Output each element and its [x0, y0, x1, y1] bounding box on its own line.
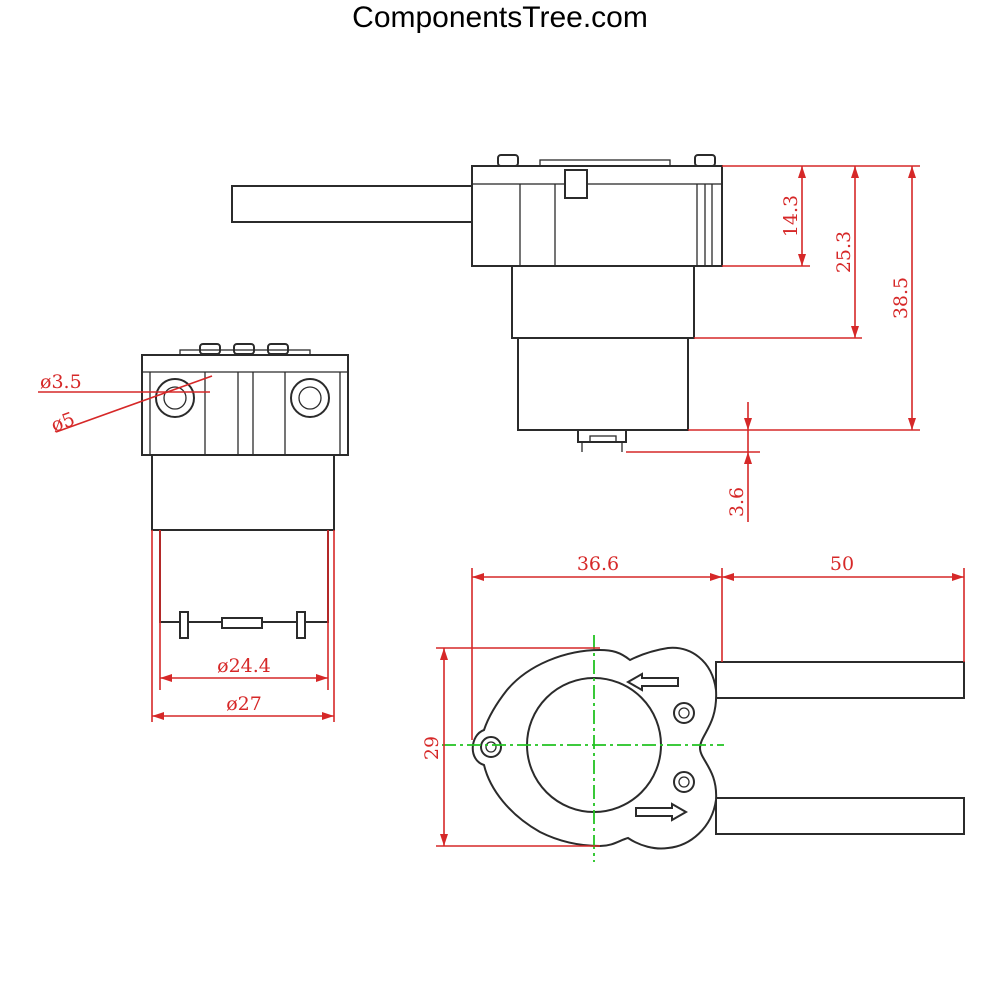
front-view-port-left [155, 378, 195, 418]
dim-tube-length: 50 [830, 553, 854, 575]
top-view-screw-bottom [673, 771, 695, 793]
front-view [141, 343, 349, 639]
dim-top-width: 36.6 [577, 553, 619, 575]
dim-body-diameter-small: ø24.4 [217, 655, 271, 677]
side-view-motor-upper [511, 265, 695, 339]
front-view-motor-lower [159, 529, 329, 623]
side-view-dimensions [626, 165, 920, 522]
dim-hole-inner: ø3.5 [40, 371, 82, 393]
dim-top-height: 29 [421, 736, 443, 760]
dim-hole-outer: ø5 [48, 408, 78, 437]
side-view-screw-left [497, 154, 519, 167]
top-view-tube-upper [715, 661, 965, 699]
side-view-motor-lower [517, 337, 689, 431]
top-view-dimensions [436, 568, 965, 847]
front-view-port-right [290, 378, 330, 418]
side-view-screw-right [694, 154, 716, 167]
dim-terminal-height: 3.6 [726, 487, 748, 517]
dim-body-diameter-large: ø27 [226, 693, 262, 715]
side-view [231, 154, 723, 452]
side-view-tube [231, 185, 483, 223]
dim-side-height-3: 38.5 [890, 277, 912, 319]
flow-arrow-left-icon [625, 672, 679, 692]
front-view-dimensions [38, 375, 335, 722]
top-view [442, 635, 965, 862]
dim-side-height-1: 14.3 [780, 195, 802, 237]
front-view-motor-upper [151, 454, 335, 531]
side-view-pump-head [471, 165, 723, 267]
site-title: ComponentsTree.com [352, 1, 648, 34]
flow-arrow-right-icon [635, 802, 689, 822]
top-view-screw-left [480, 736, 502, 758]
dim-side-height-2: 25.3 [833, 231, 855, 273]
top-view-tube-lower [715, 797, 965, 835]
top-view-screw-top [673, 702, 695, 724]
